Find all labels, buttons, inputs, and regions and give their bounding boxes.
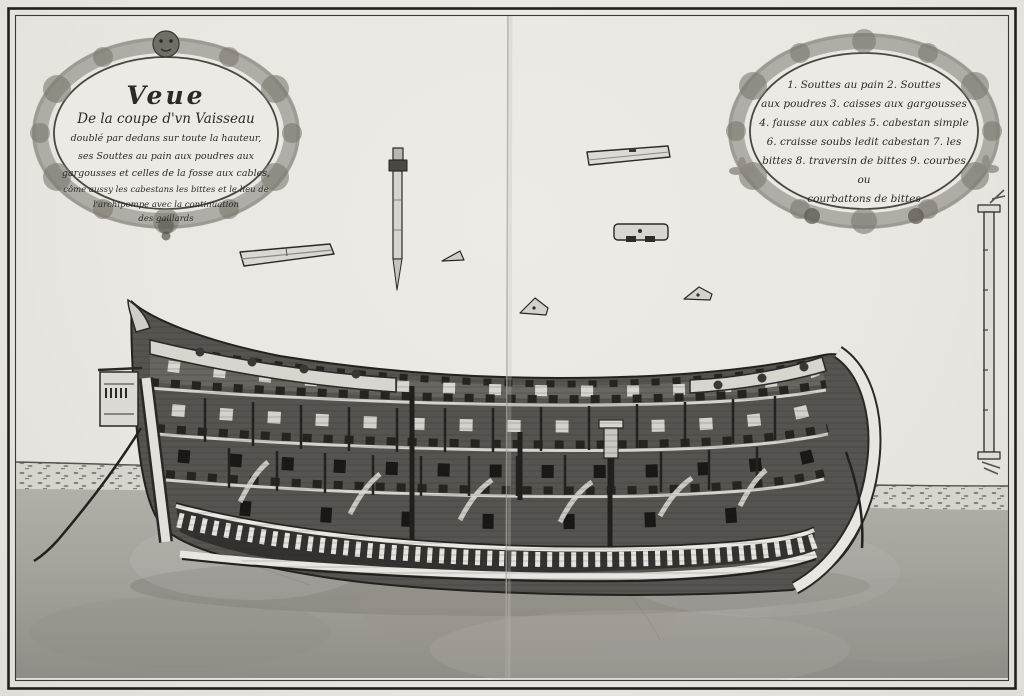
wedge-chock-2 bbox=[519, 297, 549, 316]
stern-cable bbox=[844, 451, 864, 549]
wedge-chock-1 bbox=[441, 250, 465, 262]
fore-bulwark bbox=[149, 339, 397, 393]
flower-ornament bbox=[973, 155, 999, 173]
capstan-spindle-detail bbox=[388, 147, 408, 291]
page-fold-line bbox=[505, 15, 509, 679]
legend-line: 1. Souttes au pain 2. Souttes bbox=[787, 79, 941, 91]
title-line: gargousses et celles de la fosse aux cab… bbox=[61, 168, 271, 180]
plate-subtitle: De la coupe d'vn Vaisseau bbox=[77, 110, 255, 127]
horse-head-ornament bbox=[804, 208, 820, 224]
outer-border-rule bbox=[7, 7, 1017, 690]
title-line: côme aussy les cabestans les bittes et l… bbox=[63, 184, 269, 195]
beakhead bbox=[97, 366, 143, 427]
aft-bulwark bbox=[689, 356, 827, 394]
mask-ornament bbox=[152, 30, 180, 58]
notched-bitt-crosspiece-detail bbox=[613, 223, 669, 242]
wedge-chock-3 bbox=[683, 286, 713, 301]
horse-head-ornament bbox=[908, 208, 924, 224]
legend-cartouche-frame bbox=[726, 29, 1002, 234]
detail-figures bbox=[239, 145, 1006, 475]
legend-line: 4. fausse aux cables 5. cabestan simple bbox=[759, 117, 969, 129]
vertical-bitt-post-detail bbox=[977, 189, 1006, 475]
plate-title: Veue bbox=[126, 81, 206, 110]
legend-line: aux poudres 3. caisses aux gargousses bbox=[761, 98, 967, 110]
title-cartouche-frame bbox=[30, 30, 302, 241]
flower-ornament bbox=[729, 157, 755, 175]
angled-beam-detail bbox=[239, 243, 335, 267]
ship-cutaway-illustration bbox=[33, 298, 882, 596]
bow-anchor-cable bbox=[33, 427, 143, 563]
title-line: ses Souttes au pain aux poudres aux bbox=[78, 150, 254, 162]
inner-border-rule bbox=[14, 14, 1010, 682]
legend-line: 6. craisse soubs ledit cabestan 7. les bbox=[766, 136, 962, 148]
legend-line: bittes 8. traversin de bittes 9. courbes… bbox=[762, 155, 966, 186]
title-line: l'archipompe avec la continuation bbox=[92, 199, 239, 210]
title-cartouche: Veue De la coupe d'vn Vaisseau doublé pa… bbox=[60, 82, 272, 227]
title-line: doublé par dedans sur toute la hauteur, bbox=[70, 133, 262, 145]
legend-cartouche: 1. Souttes au pain 2. Souttes aux poudre… bbox=[758, 76, 970, 209]
legend-line: courbattons de bittes bbox=[807, 193, 921, 205]
long-beam-detail bbox=[586, 145, 671, 166]
title-line: des gaillards bbox=[138, 214, 194, 225]
